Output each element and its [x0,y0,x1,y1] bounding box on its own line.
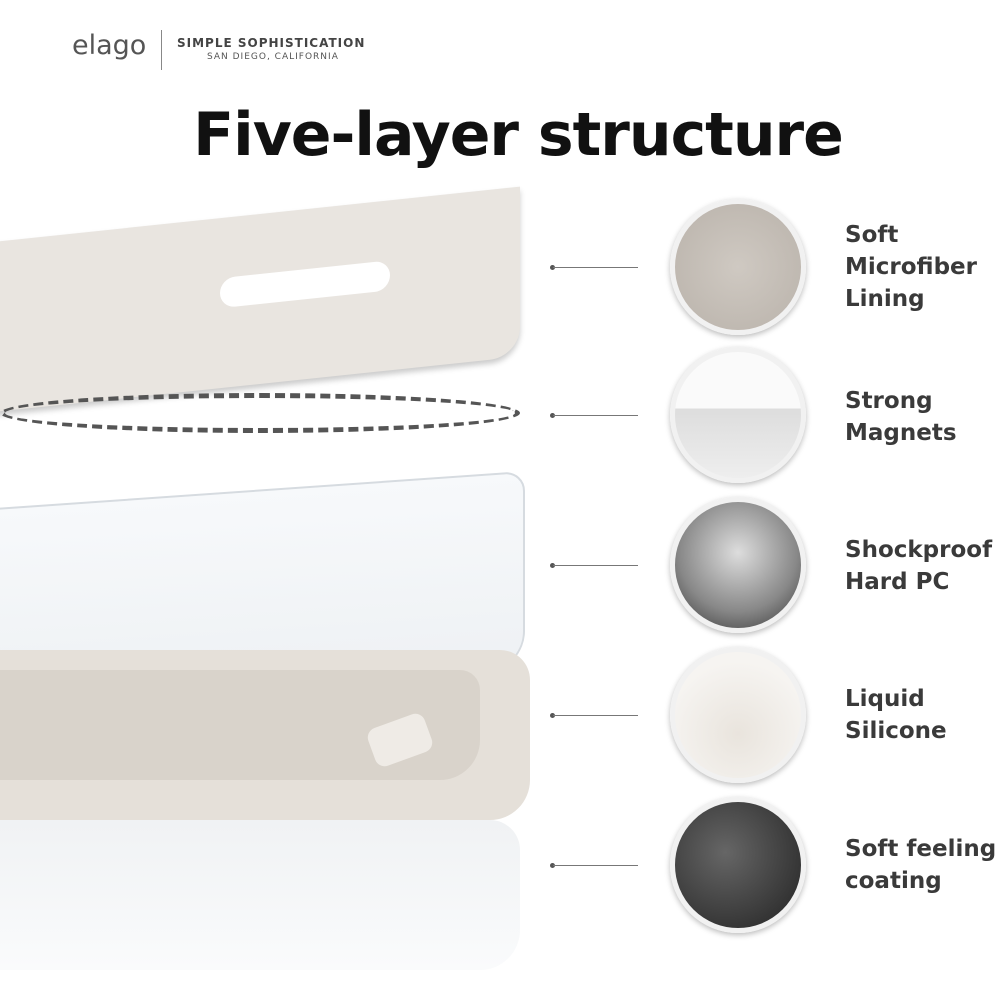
microfiber-layer-image [0,186,520,414]
pointer-line [553,865,638,866]
spray-gun-icon [670,797,806,933]
label-line: Liquid [845,686,925,712]
pointer-line [553,267,638,268]
label-line: Microfiber [845,254,978,280]
label-line: Soft feeling [845,836,997,862]
label-line: Magnets [845,420,957,446]
coating-layer-image [0,820,520,970]
silicone-icon [670,647,806,783]
pointer-line [553,715,638,716]
pointer-dot [550,265,555,270]
pointer-dot [550,713,555,718]
layer-label-magnets: Strong Magnets [845,385,957,449]
magnet-ring-image [0,393,520,433]
divider [161,30,162,70]
pointer-dot [550,413,555,418]
label-line: Lining [845,286,925,312]
pointer-line [553,565,638,566]
elago-logo: elago [72,30,147,61]
pointer-dot [550,563,555,568]
brand-location: SAN DIEGO, CALIFORNIA [207,52,339,62]
pointer-dot [550,863,555,868]
brand-tagline: SIMPLE SOPHISTICATION [177,36,366,50]
label-line: coating [845,868,942,894]
layer-label-microfiber: Soft Microfiber Lining [845,219,977,315]
label-line: Strong [845,388,933,414]
pointer-line [553,415,638,416]
label-line: Soft [845,222,899,248]
silicone-layer-image [0,650,530,820]
magnets-icon [670,347,806,483]
pc-pellets-icon [670,497,806,633]
layer-label-hard-pc: Shockproof Hard PC [845,534,992,598]
label-line: Hard PC [845,569,950,595]
layer-label-silicone: Liquid Silicone [845,683,947,747]
page-title: Five-layer structure [193,100,844,170]
label-line: Shockproof [845,537,993,563]
label-line: Silicone [845,718,947,744]
layer-label-coating: Soft feeling coating [845,833,996,897]
microfiber-icon [670,199,806,335]
